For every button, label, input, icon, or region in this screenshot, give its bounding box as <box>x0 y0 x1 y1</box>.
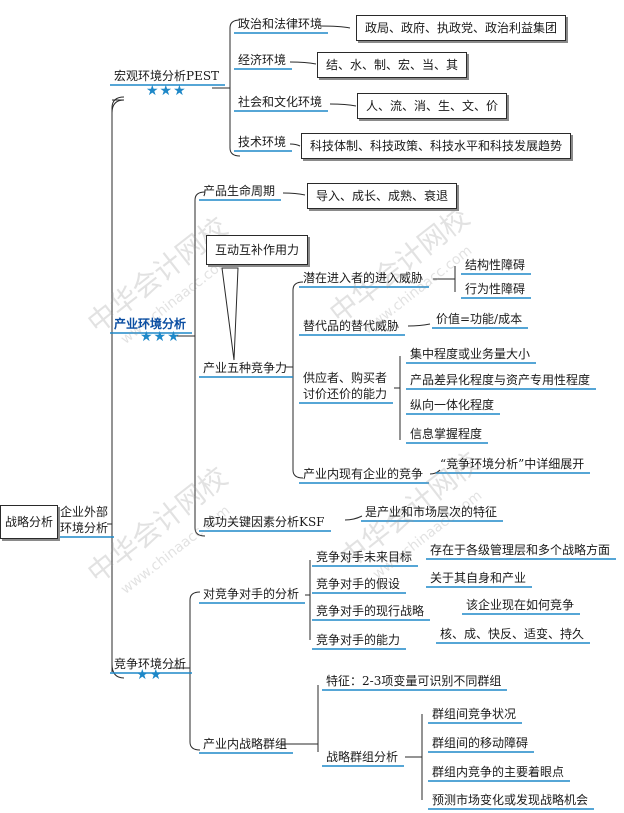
rival-item-assumptions: 竞争对手的假设 <box>316 577 401 591</box>
bargaining-item: 集中程度或业务量大小 <box>410 347 531 361</box>
groups-node: 产业内战略群组 <box>203 737 288 751</box>
rivalry-detail: “竞争环境分析”中详细展开 <box>440 457 585 471</box>
macro-detail-politics: 政局、政府、执政党、政治利益集团 <box>356 15 567 41</box>
entrants-item: 结构性障碍 <box>465 258 526 272</box>
macro-item-economy: 经济环境 <box>238 53 287 67</box>
ksf-node: 成功关键因素分析KSF <box>203 515 325 529</box>
five-forces-node: 产业五种竞争力 <box>203 361 288 375</box>
macro-item-technology: 技术环境 <box>238 135 287 149</box>
group-analysis-item: 群组间竞争状况 <box>432 707 517 721</box>
bargaining-item: 信息掌握程度 <box>410 427 483 441</box>
importance-stars: ★★★ <box>140 329 181 345</box>
macro-item-society: 社会和文化环境 <box>238 95 323 109</box>
rival-item-capabilities: 竞争对手的能力 <box>316 633 401 647</box>
rival-item-goals: 竞争对手未来目标 <box>316 550 413 564</box>
group-analysis-item: 群组内竞争的主要着眼点 <box>432 765 565 779</box>
main-node-line2: 环境分析 <box>60 521 109 535</box>
importance-stars: ★★★ <box>146 83 187 99</box>
group-analysis-item: 预测市场变化或发现战略机会 <box>432 793 589 807</box>
importance-stars: ★★ <box>136 667 164 683</box>
groups-feature: 特征：2-3项变量可识别不同群组 <box>326 674 502 688</box>
group-analysis-node: 战略群组分析 <box>326 750 399 764</box>
bargaining-item: 产品差异化程度与资产专用性程度 <box>410 373 591 387</box>
macro-item-politics: 政治和法律环境 <box>238 17 323 31</box>
competitive-node: 竞争环境分析 <box>114 657 187 671</box>
rivalry-node: 产业内现有企业的竞争 <box>303 467 424 481</box>
macro-detail-society: 人、流、消、生、文、价 <box>357 93 508 119</box>
group-analysis-item: 群组间的移动障碍 <box>432 736 529 750</box>
substitutes-detail: 价值=功能/成本 <box>436 312 523 326</box>
lifecycle-detail: 导入、成长、成熟、衰退 <box>307 183 458 209</box>
five-forces-callout: 互动互补作用力 <box>206 235 309 265</box>
rival-detail-assumptions: 关于其自身和产业 <box>430 571 527 585</box>
entrants-item: 行为性障碍 <box>465 282 526 296</box>
rival-detail-goals: 存在于各级管理层和多个战略方面 <box>430 543 611 557</box>
root-node: 战略分析 <box>0 505 59 539</box>
entrants-node: 潜在进入者的进入威胁 <box>303 271 424 285</box>
bargaining-node-line1: 供应者、购买者 <box>303 371 388 385</box>
main-node-line1: 企业外部 <box>60 505 109 519</box>
macro-detail-economy: 结、水、制、宏、当、其 <box>317 52 468 78</box>
macro-detail-technology: 科技体制、科技政策、科技水平和科技发展趋势 <box>301 133 572 159</box>
industry-node: 产业环境分析 <box>114 317 187 331</box>
substitutes-node: 替代品的替代威胁 <box>303 319 400 333</box>
bargaining-item: 纵向一体化程度 <box>410 398 495 412</box>
bargaining-node-line2: 讨价还价的能力 <box>303 387 388 401</box>
rival-detail-strategy: 该企业现在如何竞争 <box>466 598 575 612</box>
rivals-node: 对竞争对手的分析 <box>203 587 300 601</box>
rival-detail-capabilities: 核、成、快反、适变、持久 <box>440 627 585 641</box>
lifecycle-node: 产品生命周期 <box>203 184 276 198</box>
macro-node: 宏观环境分析PEST <box>114 69 220 83</box>
ksf-detail: 是产业和市场层次的特征 <box>365 505 498 519</box>
rival-item-strategy: 竞争对手的现行战略 <box>316 604 425 618</box>
